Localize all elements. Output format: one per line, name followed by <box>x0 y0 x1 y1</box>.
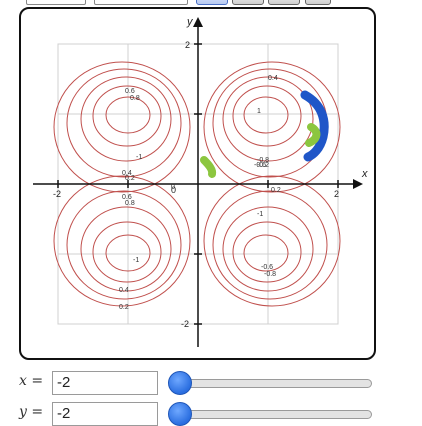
contour-label: -1 <box>257 211 263 218</box>
x-tick-label: 0 <box>171 185 176 195</box>
contour-label: -0.6 <box>261 264 273 271</box>
contour-label: -1 <box>133 257 139 264</box>
toolbar-button-4[interactable] <box>305 0 331 5</box>
contour-label: 0.4 <box>122 170 132 177</box>
top-input-1[interactable] <box>26 0 86 5</box>
contour-label: 0.6 <box>122 194 132 201</box>
contour-label: -0.6 <box>254 162 266 169</box>
axes <box>33 17 363 347</box>
toolbar-button-2[interactable] <box>232 0 264 5</box>
toolbar-button-3[interactable] <box>268 0 300 5</box>
x-slider-thumb[interactable] <box>168 371 192 395</box>
toolbar <box>0 0 422 8</box>
contour-label: 0.2 <box>119 304 129 311</box>
x-label: x = <box>19 373 44 389</box>
plot-panel[interactable]: x y -2 0 2 2 -2 0.6 0.8 -1 0.4 0.2 0.6 0… <box>19 7 376 360</box>
green-path-stroke <box>305 123 321 147</box>
contour-label: -0.8 <box>257 157 269 164</box>
x-axis-label: x <box>361 168 368 180</box>
contour-label: 0.2 <box>125 175 135 182</box>
x-slider-track[interactable] <box>176 379 372 388</box>
y-tick-label: -2 <box>181 319 189 329</box>
contour-label: 0 <box>171 184 175 191</box>
y-control-row: y = -2 <box>0 402 422 426</box>
contour-label: -0.8 <box>264 271 276 278</box>
y-tick-label: 2 <box>185 40 190 50</box>
contour-label: 0.4 <box>119 287 129 294</box>
x-control-row: x = -2 <box>0 371 422 395</box>
x-input[interactable]: -2 <box>52 371 158 395</box>
contour-label: 0.2 <box>271 187 281 194</box>
contour-label: 1 <box>257 108 261 115</box>
contour-label: -0.2 <box>257 162 269 169</box>
y-input[interactable]: -2 <box>52 402 158 426</box>
y-slider-thumb[interactable] <box>168 402 192 426</box>
x-tick-label: -2 <box>53 189 61 199</box>
blue-path-stroke <box>300 90 329 162</box>
contour-label: -1 <box>136 154 142 161</box>
green-path-stroke <box>200 156 217 178</box>
y-axis-label: y <box>186 16 194 28</box>
contour-label: 0.8 <box>130 95 140 102</box>
contour-label: 0.8 <box>125 200 135 207</box>
top-input-2[interactable] <box>94 0 188 5</box>
contour-plot[interactable]: x y -2 0 2 2 -2 0.6 0.8 -1 0.4 0.2 0.6 0… <box>21 9 374 358</box>
x-tick-label: 2 <box>334 189 339 199</box>
contour-label: 0.4 <box>268 75 278 82</box>
contour-label: 0.6 <box>125 88 135 95</box>
y-label: y = <box>19 404 44 420</box>
toolbar-button-1[interactable] <box>196 0 228 5</box>
y-slider-track[interactable] <box>176 410 372 419</box>
